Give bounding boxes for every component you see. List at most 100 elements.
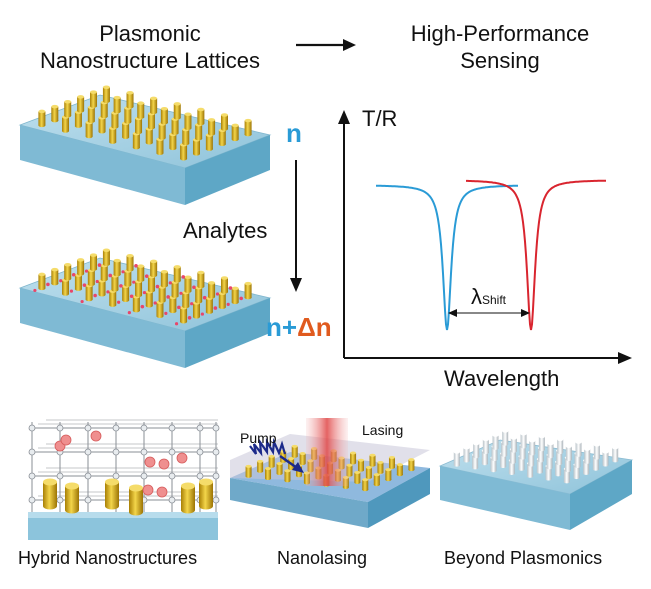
analyte-arrow — [290, 160, 302, 292]
analyte-dot — [177, 305, 181, 310]
analyte-dot — [117, 300, 121, 304]
gold-nanopillar — [122, 121, 130, 140]
analyte-dot — [140, 304, 145, 309]
gold-nanopillar — [205, 296, 213, 314]
lattice-node — [168, 448, 176, 456]
gold-nanopillar — [156, 137, 164, 155]
lattice-node — [196, 472, 204, 480]
shift-label: λShift — [471, 284, 506, 310]
gold-nanopillar — [180, 306, 188, 324]
gold-nanopillar — [173, 102, 181, 120]
gold-nanopillar — [51, 267, 59, 286]
dielectric-nanopillar — [529, 439, 536, 456]
analyte-dot — [121, 270, 125, 274]
gold-nanopillar — [299, 452, 306, 466]
gold-nanopillar — [129, 484, 143, 516]
dielectric-nanopillar — [565, 444, 572, 461]
analyte-dot — [142, 290, 147, 295]
dielectric-nanopillar — [492, 433, 499, 450]
lattice-node — [112, 472, 120, 480]
hybrid-particle — [176, 452, 188, 464]
gold-nanopillar — [100, 263, 108, 282]
analytes-label: Analytes — [183, 218, 268, 243]
gold-nanopillar — [156, 300, 164, 318]
gold-nanopillar — [150, 96, 158, 115]
gold-nanopillar — [169, 132, 177, 151]
gold-nanopillar — [180, 143, 188, 161]
gold-nanopillar — [268, 454, 275, 468]
lattice-node — [212, 448, 220, 456]
dielectric-nanopillar — [538, 435, 545, 452]
gold-nanopillar — [77, 258, 85, 276]
analyte-dot — [106, 290, 110, 294]
gold-nanopillar — [245, 464, 252, 478]
gold-nanopillars — [38, 85, 252, 161]
gold-nanopillar — [98, 278, 106, 297]
gold-nanopillar — [38, 272, 46, 291]
analyte-dot — [108, 273, 113, 278]
analyte-dot — [46, 282, 50, 287]
gold-nanopillar — [145, 290, 153, 308]
analyte-dot — [33, 288, 37, 293]
lattice-node — [84, 448, 92, 456]
analyte-dot — [80, 299, 84, 304]
beyond-panel — [438, 429, 634, 530]
gold-nanopillar — [85, 283, 93, 302]
blue-spectrum-curve — [376, 184, 518, 331]
beyond-caption: Beyond Plasmonics — [444, 548, 603, 568]
analyte-dot — [132, 280, 136, 284]
gold-nanopillar — [257, 459, 264, 473]
dielectric-nanopillar — [520, 432, 527, 449]
lattice-node — [28, 424, 36, 432]
dielectric-nanopillar — [557, 438, 564, 455]
dielectric-nanopillar — [593, 443, 600, 460]
left-title-line2: Nanostructure Lattices — [39, 48, 261, 73]
dielectric-nanopillar — [575, 440, 582, 457]
analyte-dot — [82, 283, 87, 287]
gold-nanopillar — [192, 301, 200, 319]
dielectric-nanopillar — [602, 450, 609, 467]
lattice-slab-top — [18, 85, 272, 205]
gold-nanopillar — [150, 259, 158, 278]
gold-nanopillar — [124, 269, 132, 287]
lattice-node — [168, 496, 176, 504]
left-title: Plasmonic Nanostructure Lattices — [20, 20, 280, 74]
gold-nanopillar — [122, 284, 130, 303]
gold-nanopillar — [265, 467, 272, 481]
gold-nanopillar — [111, 274, 119, 292]
dielectric-nanopillar — [547, 442, 554, 459]
gold-nanopillar — [231, 286, 239, 305]
gold-nanopillar — [369, 453, 376, 467]
lattice-node — [84, 472, 92, 480]
gold-nanopillar — [244, 118, 252, 137]
analyte-dot — [127, 311, 131, 315]
analyte-dot — [97, 263, 102, 267]
gold-nanopillar — [199, 478, 213, 510]
analyte-dot — [71, 272, 76, 277]
hybrid-panel — [28, 419, 220, 540]
analyte-dot — [84, 269, 89, 273]
gold-nanopillar — [62, 278, 70, 296]
gold-nanopillar — [64, 100, 72, 118]
gold-nanopillar — [276, 462, 283, 476]
gold-nanopillar — [205, 133, 213, 151]
gold-nanopillar — [362, 478, 369, 492]
gold-nanopillar — [90, 90, 98, 108]
gold-nanopillar — [132, 131, 140, 150]
nanolasing-caption: Nanolasing — [277, 548, 368, 568]
lattice-node — [112, 424, 120, 432]
shift-arrow — [448, 309, 530, 317]
lattice-node — [168, 472, 176, 480]
gold-nanopillar — [147, 111, 155, 130]
analyte-dot — [215, 292, 220, 296]
gold-nanopillar — [192, 138, 200, 156]
analyte-dot — [187, 315, 192, 320]
gold-nanopillars-with-analytes — [33, 248, 252, 326]
gold-nanopillar — [124, 106, 132, 124]
analyte-dot — [59, 279, 63, 283]
gold-nanopillar — [51, 104, 59, 123]
hybrid-particle — [144, 456, 156, 468]
gold-nanopillar — [373, 473, 380, 487]
analyte-dot — [129, 294, 134, 299]
gold-nanopillar — [74, 110, 82, 128]
